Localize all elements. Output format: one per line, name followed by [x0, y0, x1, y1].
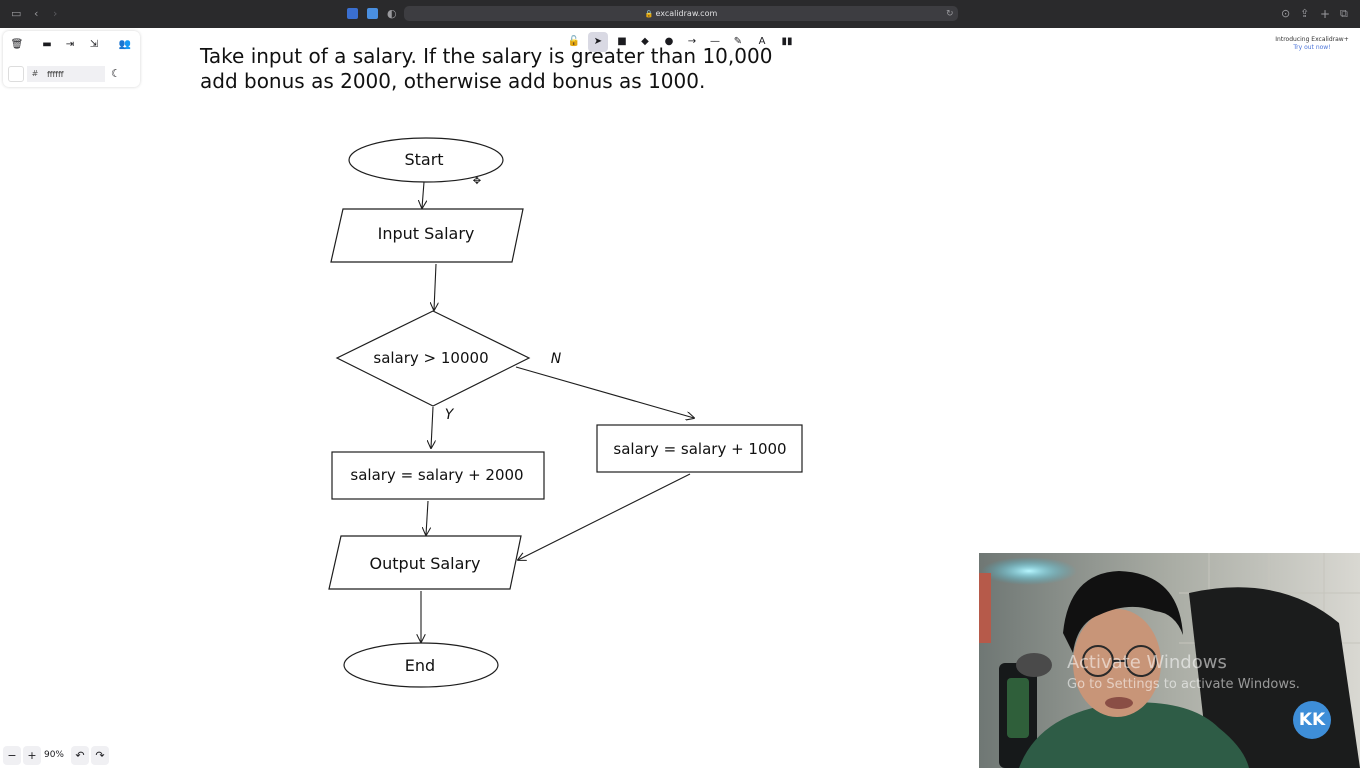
rectangle-tool-icon[interactable]: ■ — [617, 36, 627, 47]
move-cursor-icon: ✥ — [473, 176, 481, 187]
redo-button[interactable]: ↷ — [91, 746, 109, 765]
arrow-decision-to-yes[interactable] — [431, 406, 433, 448]
extension-icon[interactable] — [367, 8, 378, 19]
arrow-input-to-decision[interactable] — [434, 263, 436, 310]
open-icon[interactable]: ▬ — [42, 39, 52, 50]
new-tab-icon[interactable]: + — [1320, 7, 1331, 21]
reload-icon[interactable]: ↻ — [946, 9, 954, 19]
shape-toolbar: 🔓 ➤ ■ ◆ ● → — ✎ A ▮▮ — [562, 31, 800, 53]
export-icon[interactable]: ⇲ — [89, 39, 99, 50]
end-ellipse[interactable] — [343, 642, 499, 688]
tabs-overview-icon[interactable]: ⧉ — [1340, 7, 1348, 20]
library-icon[interactable]: ▮▮ — [781, 36, 793, 47]
lock-icon: 🔒 — [644, 10, 654, 18]
lock-icon[interactable]: 🔓 — [567, 36, 581, 47]
promo-link[interactable]: Try out now! — [1293, 44, 1331, 51]
download-icon[interactable]: ⊙ — [1281, 7, 1291, 20]
yes-label[interactable]: Y — [445, 407, 455, 423]
browser-toolbar: ▭ ‹ › ◐ 🔒excalidraw.com ↻ ⊙ ⇪ + ⧉ — [0, 0, 1360, 28]
ellipse-tool-icon[interactable]: ● — [664, 36, 674, 47]
zoom-out-button[interactable]: − — [3, 746, 21, 765]
drawing-canvas[interactable]: Take input of a salary. If the salary is… — [0, 28, 1360, 768]
windows-watermark-subtitle: Go to Settings to activate Windows. — [1067, 677, 1300, 692]
decision-diamond[interactable] — [335, 310, 531, 407]
selection-tool-icon[interactable]: ➤ — [588, 32, 608, 52]
no-branch-box[interactable] — [596, 424, 803, 473]
line-tool-icon[interactable]: — — [710, 36, 720, 47]
no-label[interactable]: N — [551, 351, 562, 367]
trash-icon[interactable]: 🗑 — [10, 39, 24, 50]
background-color-input[interactable] — [43, 66, 105, 82]
input-label: Input Salary — [378, 224, 475, 243]
dark-mode-icon[interactable]: ☾ — [111, 67, 121, 80]
no-branch-label: salary = salary + 1000 — [613, 440, 786, 458]
address-bar[interactable]: 🔒excalidraw.com — [404, 6, 958, 21]
forward-icon[interactable]: › — [53, 7, 58, 20]
shield-icon[interactable]: ◐ — [387, 7, 397, 20]
hash-label: # — [27, 66, 43, 82]
problem-text-line2[interactable]: add bonus as 2000, otherwise add bonus a… — [200, 69, 705, 93]
arrow-no-to-output[interactable] — [518, 473, 691, 560]
promo-title: Introducing Excalidraw+ — [1275, 36, 1349, 43]
canvas-actions-panel: 🗑 ▬ ⇥ ⇲ 👥 # ☾ — [3, 31, 140, 87]
back-icon[interactable]: ‹ — [34, 7, 39, 20]
url-text: excalidraw.com — [655, 9, 718, 18]
start-ellipse[interactable] — [348, 137, 504, 183]
collaborate-icon[interactable]: 👥 — [118, 39, 132, 50]
arrow-yes-to-output[interactable] — [426, 500, 428, 535]
sidebar-icon[interactable]: ▭ — [11, 7, 22, 20]
input-parallelogram[interactable] — [330, 208, 524, 263]
draw-tool-icon[interactable]: ✎ — [733, 36, 743, 47]
zoom-in-button[interactable]: + — [23, 746, 41, 765]
arrow-decision-to-no[interactable] — [515, 366, 694, 418]
start-label: Start — [404, 150, 443, 169]
zoom-level[interactable]: 90% — [43, 750, 64, 760]
undo-button[interactable]: ↶ — [71, 746, 89, 765]
output-parallelogram[interactable] — [328, 535, 522, 590]
zoom-controls: − + 90% ↶ ↷ — [3, 746, 111, 765]
problem-text-line1[interactable]: Take input of a salary. If the salary is… — [199, 44, 772, 68]
windows-watermark-title: Activate Windows — [1067, 652, 1227, 673]
background-color-swatch[interactable] — [8, 66, 24, 82]
yes-branch-box[interactable] — [331, 451, 545, 500]
share-icon[interactable]: ⇪ — [1300, 7, 1310, 20]
diamond-tool-icon[interactable]: ◆ — [641, 36, 649, 47]
webcam-overlay: Activate Windows Go to Settings to activ… — [979, 553, 1360, 768]
end-label: End — [405, 656, 435, 675]
excalidraw-plus-promo[interactable]: Introducing Excalidraw+ Try out now! — [1266, 36, 1358, 52]
arrow-tool-icon[interactable]: → — [687, 36, 697, 47]
extension-icon[interactable] — [347, 8, 358, 19]
yes-branch-label: salary = salary + 2000 — [350, 466, 523, 484]
channel-logo: KK — [1293, 701, 1331, 739]
arrow-start-to-input[interactable] — [422, 181, 424, 208]
save-icon[interactable]: ⇥ — [65, 39, 75, 50]
decision-label: salary > 10000 — [373, 349, 488, 367]
text-tool-icon[interactable]: A — [758, 36, 766, 47]
output-label: Output Salary — [370, 554, 481, 573]
